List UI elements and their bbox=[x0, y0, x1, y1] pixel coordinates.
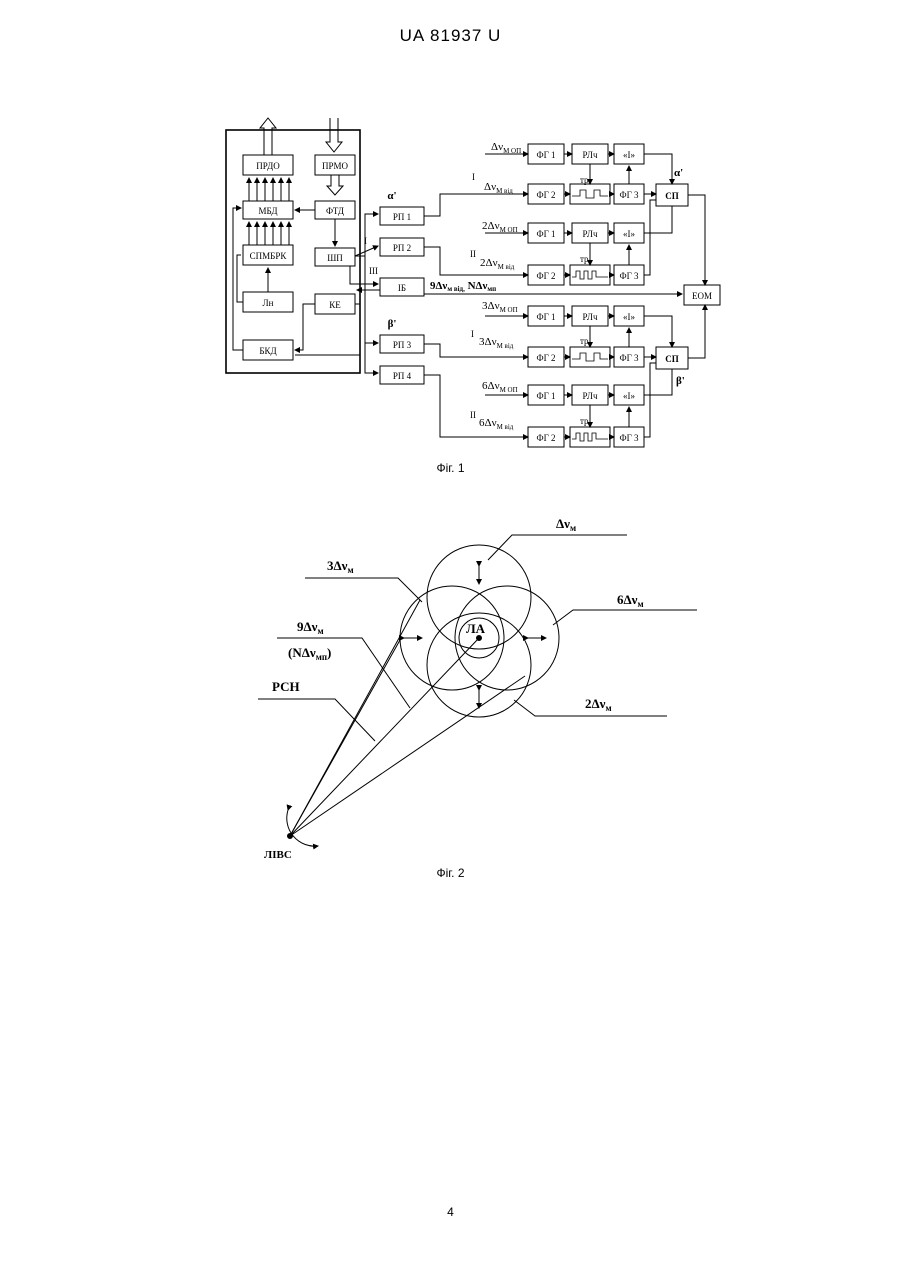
svg-text:β': β' bbox=[388, 318, 397, 330]
svg-text:ФГ 1: ФГ 1 bbox=[536, 150, 555, 160]
svg-text:ІІ: ІІ bbox=[470, 249, 476, 259]
svg-text:Лн: Лн bbox=[263, 298, 274, 308]
svg-text:«І»: «І» bbox=[623, 150, 635, 160]
svg-text:«І»: «І» bbox=[623, 312, 635, 322]
svg-text:ФГ 1: ФГ 1 bbox=[536, 229, 555, 239]
svg-text:ІІ: ІІ bbox=[470, 410, 476, 420]
fig2-caption: Фіг. 2 bbox=[0, 866, 901, 880]
svg-text:2ΔνМ ОП: 2ΔνМ ОП bbox=[482, 220, 518, 234]
svg-text:БКД: БКД bbox=[259, 346, 276, 356]
svg-text:ІІІ: ІІІ bbox=[369, 266, 378, 276]
svg-text:«І»: «І» bbox=[623, 229, 635, 239]
svg-text:РСН: РСН bbox=[272, 679, 300, 694]
svg-text:І: І bbox=[471, 329, 474, 339]
svg-text:2Δνм: 2Δνм bbox=[585, 696, 612, 713]
svg-text:β': β' bbox=[676, 375, 685, 387]
svg-text:ФГ 3: ФГ 3 bbox=[619, 353, 639, 363]
svg-text:9Δνм від, NΔνмп: 9Δνм від, NΔνмп bbox=[430, 280, 496, 293]
svg-text:КЕ: КЕ bbox=[329, 300, 341, 310]
svg-text:Δνм: Δνм bbox=[556, 516, 576, 533]
svg-text:6ΔνМ ОП: 6ΔνМ ОП bbox=[482, 380, 518, 394]
svg-text:α': α' bbox=[674, 167, 683, 179]
svg-text:тр: тр bbox=[580, 416, 589, 426]
svg-text:6Δνм: 6Δνм bbox=[617, 592, 644, 609]
svg-text:ІБ: ІБ bbox=[398, 283, 406, 293]
svg-text:РЛч: РЛч bbox=[583, 150, 598, 160]
svg-text:ЛІВС: ЛІВС bbox=[264, 849, 292, 861]
svg-text:ФГ 1: ФГ 1 bbox=[536, 391, 555, 401]
svg-text:ФГ 3: ФГ 3 bbox=[619, 433, 639, 443]
svg-text:МБД: МБД bbox=[259, 206, 278, 216]
svg-text:3ΔνМ ОП: 3ΔνМ ОП bbox=[482, 300, 518, 314]
svg-text:ФТД: ФТД bbox=[326, 206, 344, 216]
svg-text:РЛч: РЛч bbox=[583, 229, 598, 239]
svg-text:тр: тр bbox=[580, 175, 589, 185]
svg-text:РП 3: РП 3 bbox=[393, 340, 412, 350]
fig1-caption: Фіг. 1 bbox=[0, 461, 901, 475]
svg-text:І: І bbox=[472, 172, 475, 182]
svg-text:ФГ 1: ФГ 1 bbox=[536, 312, 555, 322]
svg-text:РЛч: РЛч bbox=[583, 391, 598, 401]
svg-text:ЕОМ: ЕОМ bbox=[692, 291, 712, 301]
svg-text:2ΔνМ від: 2ΔνМ від bbox=[480, 257, 515, 271]
svg-text:3Δνм: 3Δνм bbox=[327, 558, 354, 575]
svg-text:ПРМО: ПРМО bbox=[322, 161, 349, 171]
svg-text:РП 2: РП 2 bbox=[393, 243, 411, 253]
page-number: 4 bbox=[0, 1205, 901, 1219]
svg-text:ЛА: ЛА bbox=[466, 621, 486, 636]
svg-text:тр: тр bbox=[580, 254, 589, 264]
svg-text:СП: СП bbox=[665, 191, 679, 201]
fig2-diagram bbox=[258, 535, 697, 846]
svg-text:РП 1: РП 1 bbox=[393, 212, 411, 222]
svg-text:9Δνм: 9Δνм bbox=[297, 619, 324, 636]
svg-text:тр: тр bbox=[580, 336, 589, 346]
svg-text:ФГ 2: ФГ 2 bbox=[536, 190, 555, 200]
svg-text:СПМБРК: СПМБРК bbox=[250, 251, 288, 261]
fig2-labels: Δνм 3Δνм 6Δνм 9Δνм (NΔνмп) РСН 2Δνм ЛА Л… bbox=[264, 516, 644, 861]
svg-text:6ΔνМ від: 6ΔνМ від bbox=[479, 417, 514, 431]
svg-text:ШП: ШП bbox=[327, 253, 343, 263]
svg-text:РП 4: РП 4 bbox=[393, 371, 412, 381]
svg-text:ΔνМ ОП: ΔνМ ОП bbox=[491, 141, 521, 155]
svg-text:ФГ 3: ФГ 3 bbox=[619, 190, 639, 200]
svg-text:ФГ 2: ФГ 2 bbox=[536, 271, 555, 281]
svg-text:І: І bbox=[364, 236, 367, 246]
svg-text:«І»: «І» bbox=[623, 391, 635, 401]
svg-text:(NΔνмп): (NΔνмп) bbox=[288, 645, 331, 662]
svg-text:α': α' bbox=[387, 190, 396, 202]
fig1-labels: ПРДО ПРМО МБД ФТД СПМБРК ШП Лн КЕ БКД РП… bbox=[250, 141, 712, 443]
svg-text:3ΔνМ від: 3ΔνМ від bbox=[479, 336, 514, 350]
svg-text:ФГ 3: ФГ 3 bbox=[619, 271, 639, 281]
svg-text:ФГ 2: ФГ 2 bbox=[536, 433, 555, 443]
svg-text:ФГ 2: ФГ 2 bbox=[536, 353, 555, 363]
svg-text:РЛч: РЛч bbox=[583, 312, 598, 322]
svg-text:ПРДО: ПРДО bbox=[256, 161, 280, 171]
svg-text:ΔνМ від: ΔνМ від bbox=[484, 181, 513, 195]
svg-text:СП: СП bbox=[665, 354, 679, 364]
